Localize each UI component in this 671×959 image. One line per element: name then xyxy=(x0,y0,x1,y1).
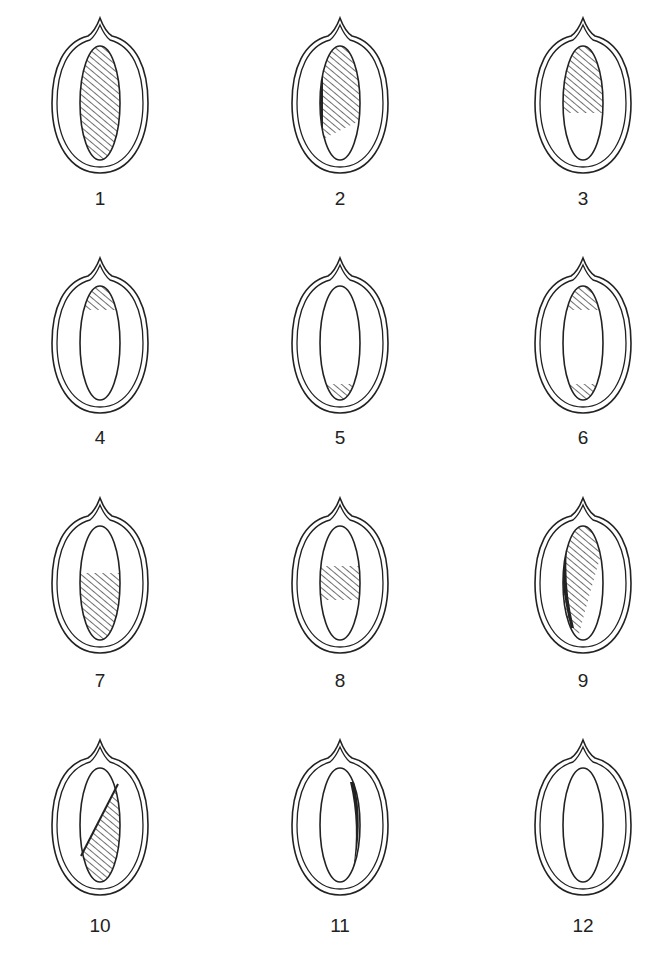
figure-number: 1 xyxy=(95,189,106,208)
seed-figure xyxy=(535,258,631,413)
seed-figure xyxy=(292,498,388,653)
seed-figure xyxy=(52,18,148,173)
seed-figure xyxy=(535,18,631,173)
figure-number: 10 xyxy=(89,916,110,935)
figure-number: 3 xyxy=(578,189,589,208)
figure-number: 8 xyxy=(335,671,346,690)
seed-figure xyxy=(52,258,148,413)
figure-number: 6 xyxy=(578,428,589,447)
figure-number: 4 xyxy=(95,428,106,447)
figure-number: 12 xyxy=(572,916,593,935)
seed-figure xyxy=(52,498,148,653)
figure-number: 11 xyxy=(330,916,350,935)
figure-number: 5 xyxy=(335,428,346,447)
figure-number: 2 xyxy=(335,189,346,208)
seed-figure xyxy=(292,258,388,413)
figure-number: 7 xyxy=(95,671,106,690)
seed-figure xyxy=(292,18,388,173)
seed-figure xyxy=(535,740,631,895)
seed-figure xyxy=(52,740,148,895)
seed-figure xyxy=(292,740,388,895)
figure-number: 9 xyxy=(578,671,589,690)
seed-figure xyxy=(535,498,631,653)
